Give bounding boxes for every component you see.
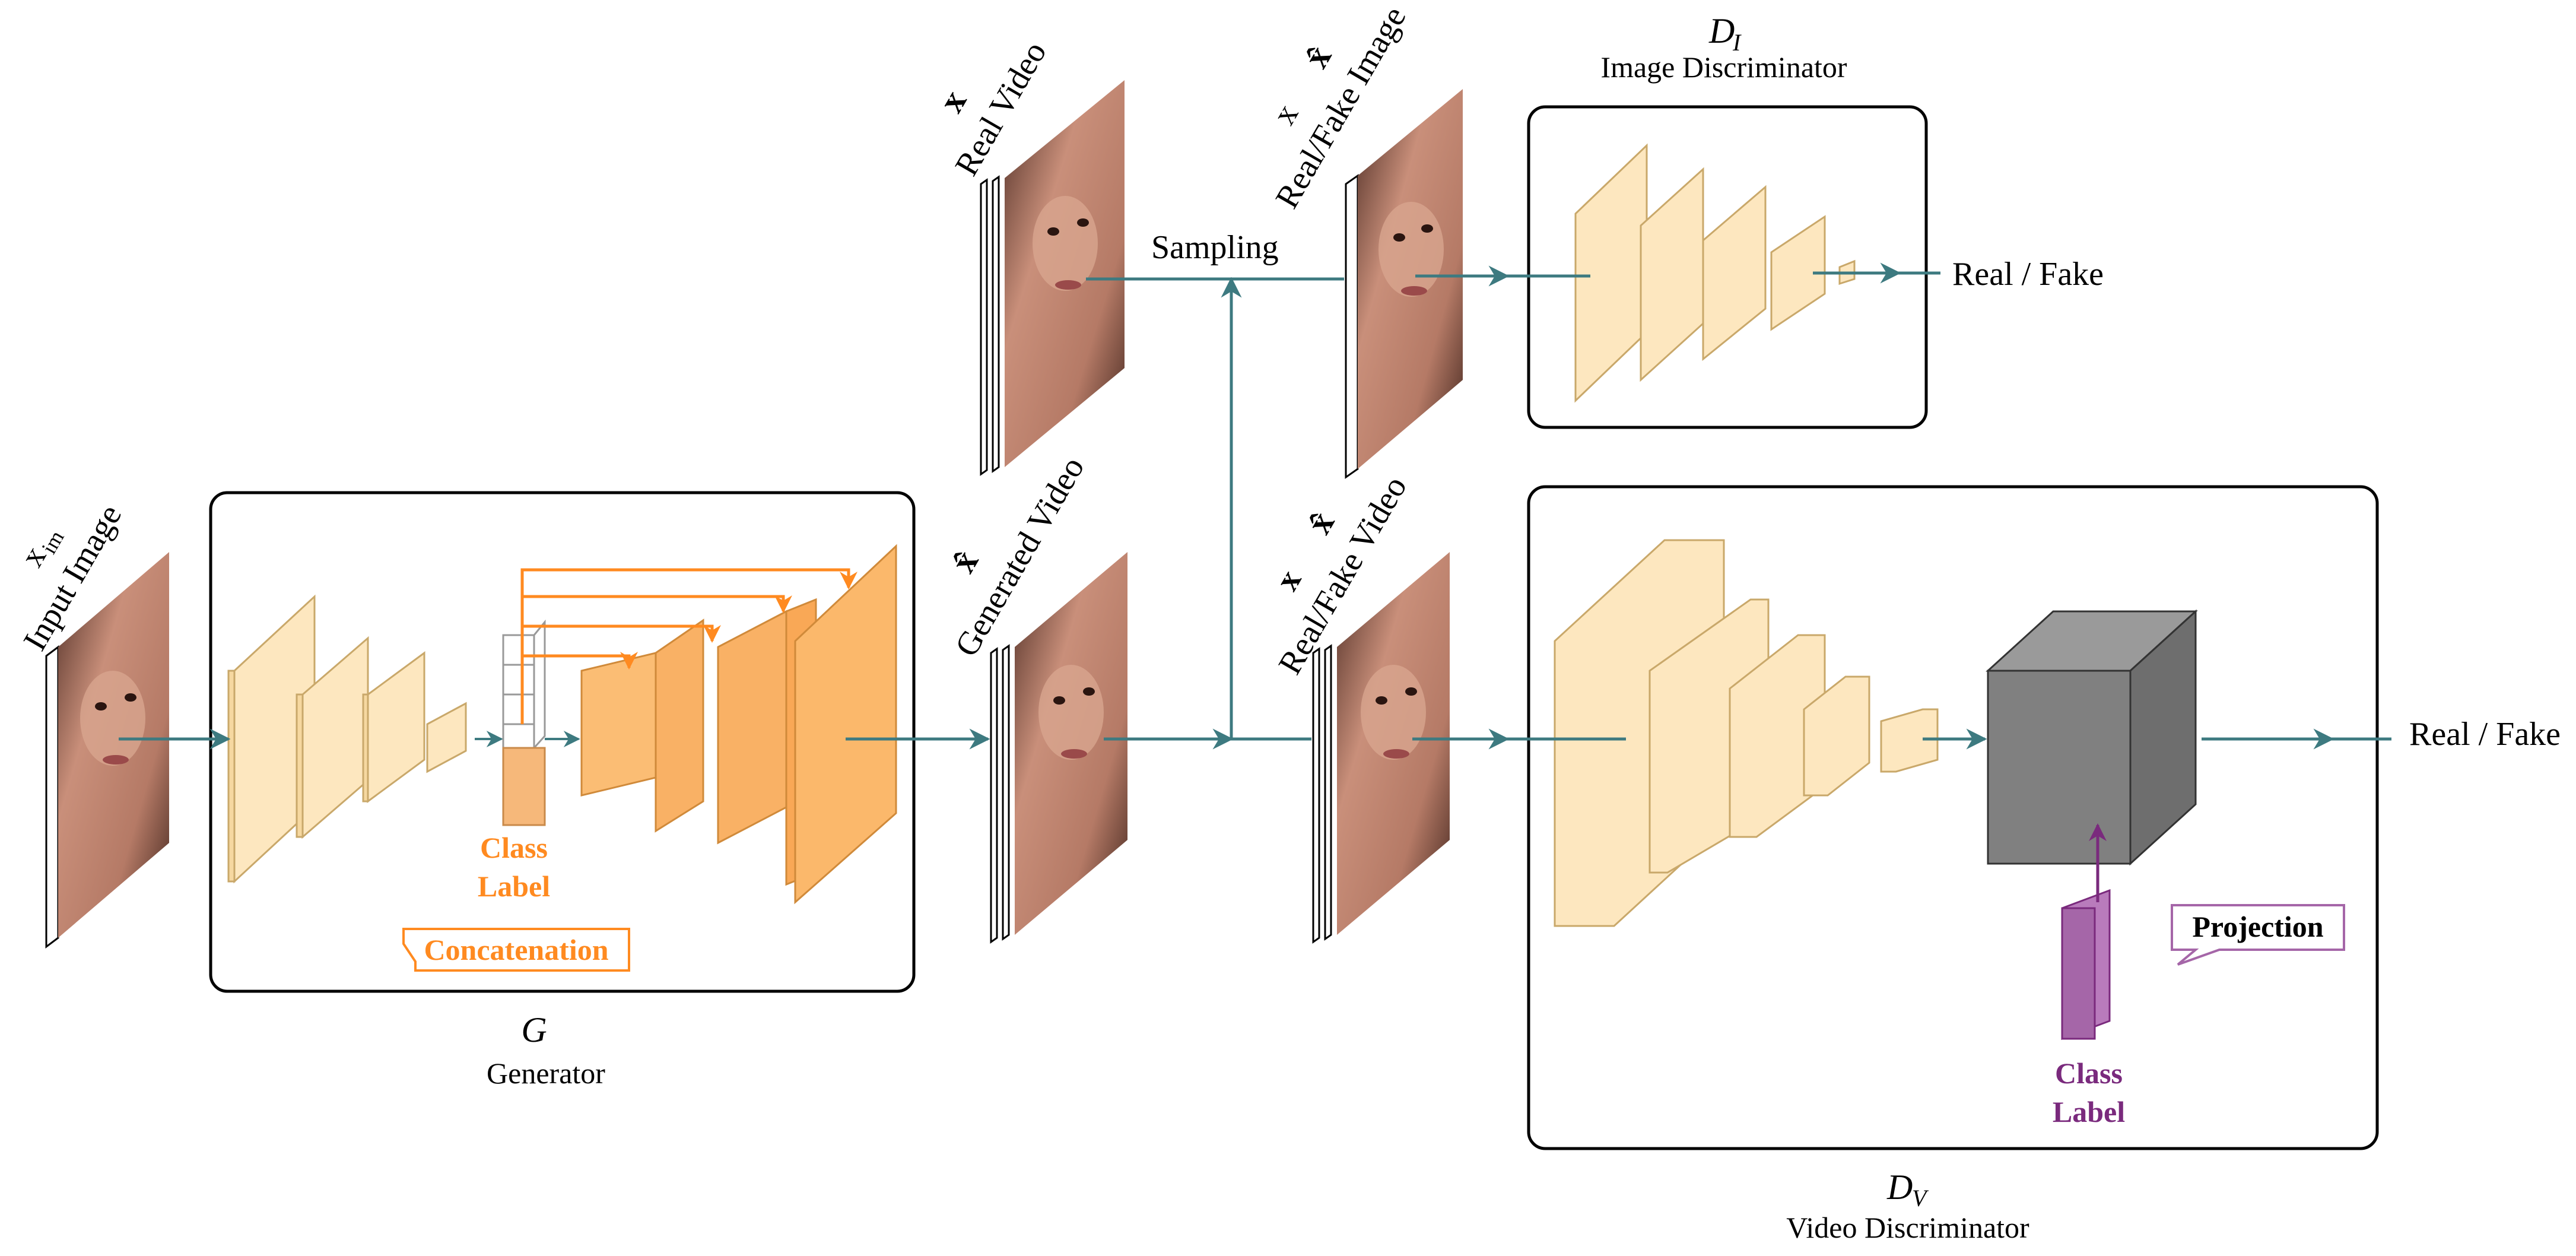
real-fake-video-symbol-real: x — [1269, 564, 1309, 597]
projection-callout — [2171, 904, 2345, 966]
generated-video-symbol: x̂ — [943, 544, 986, 579]
generator-symbol: G — [521, 1010, 547, 1049]
concatenation-callout — [402, 928, 630, 972]
sampling-label: Sampling — [1151, 229, 1279, 266]
video-disc-name: Video Discriminator — [1786, 1211, 2029, 1244]
real-video-symbol: x — [931, 84, 974, 119]
projection-label: Projection — [2192, 910, 2323, 943]
gen-class-label-line1: Class — [480, 831, 548, 864]
vd-class-label-line2: Label — [2053, 1095, 2125, 1128]
generated-video-panel — [990, 552, 1127, 944]
video-disc-output: Real / Fake — [2409, 716, 2561, 753]
real-fake-image-panel — [1345, 89, 1463, 479]
video-discriminator-layers — [1554, 539, 1939, 927]
input-image-panel — [45, 552, 169, 949]
projection-cube — [1986, 609, 2198, 866]
vd-class-label-line1: Class — [2055, 1057, 2123, 1090]
vd-class-label-bar — [2061, 889, 2111, 1041]
video-disc-symbol: D V — [1886, 1168, 1929, 1211]
image-discriminator-frame — [1527, 105, 1928, 429]
flow-arrows — [119, 262, 2391, 750]
image-discriminator-layers — [1574, 143, 1856, 403]
concatenation-label: Concatenation — [424, 933, 608, 966]
image-disc-name: Image Discriminator — [1600, 50, 1847, 84]
real-fake-video-symbol-fake: x̂ — [1299, 505, 1342, 540]
generator-concat-stack — [502, 619, 546, 826]
image-disc-symbol-D: D — [1708, 11, 1735, 50]
gen-class-label-line2: Label — [478, 870, 550, 903]
image-disc-symbol-sub: I — [1732, 29, 1742, 56]
real-fake-image-symbol-real: x — [1266, 98, 1306, 131]
image-disc-output: Real / Fake — [1952, 256, 2104, 293]
image-disc-symbol: D I — [1708, 11, 1742, 56]
generator-encoder-layers — [227, 594, 467, 884]
video-disc-symbol-sub: V — [1912, 1185, 1929, 1211]
real-video-panel — [980, 80, 1125, 476]
generator-skip-arrows — [520, 568, 857, 724]
video-disc-symbol-D: D — [1886, 1168, 1913, 1207]
generator-name: Generator — [487, 1057, 605, 1090]
real-fake-video-panel — [1312, 552, 1450, 944]
real-fake-image-symbol-fake: x̂ — [1296, 39, 1339, 74]
video-discriminator-frame — [1527, 485, 2379, 1150]
generator-decoder-layers — [580, 544, 897, 905]
